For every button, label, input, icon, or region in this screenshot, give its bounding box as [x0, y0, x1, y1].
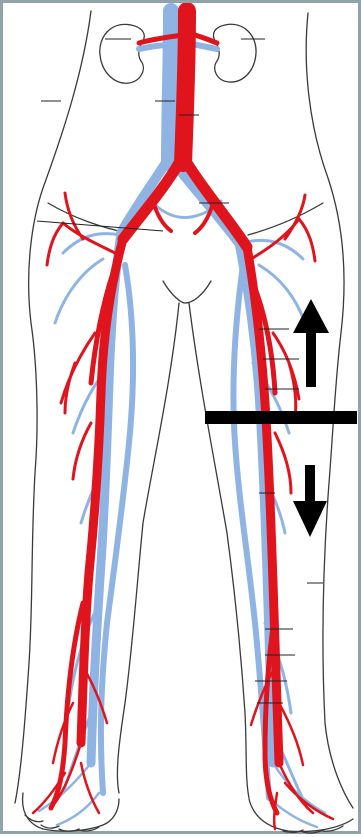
leg-vascular-diagram: [3, 3, 361, 837]
arrow-down-icon: [293, 465, 327, 537]
artery-branch-left-hip: [47, 193, 115, 265]
artery-branch-left-thigh: [61, 333, 95, 479]
foot-left-outline: [23, 793, 119, 831]
foot-arteries-right: [274, 763, 333, 829]
torso-outline-right: [306, 13, 353, 808]
kidney-left: [100, 24, 144, 83]
inner-leg-right-outline: [189, 303, 249, 798]
internal-iliac-artery-left: [153, 201, 171, 231]
kidney-right: [213, 24, 256, 82]
horizontal-divider-bar: [205, 411, 357, 424]
pelvis-line-right: [248, 203, 323, 235]
inner-leg-left-outline: [117, 303, 179, 793]
artery-branch-right-hip: [251, 195, 315, 261]
pointer-line-6: [37, 221, 163, 231]
annotation-markers: [205, 299, 357, 537]
crotch-outline: [163, 281, 211, 303]
inferior-vena-cava: [169, 11, 171, 163]
foot-right-outline: [249, 799, 353, 832]
aorta: [183, 11, 187, 163]
arrow-up-icon: [293, 299, 329, 387]
internal-iliac-artery-right: [195, 203, 213, 233]
